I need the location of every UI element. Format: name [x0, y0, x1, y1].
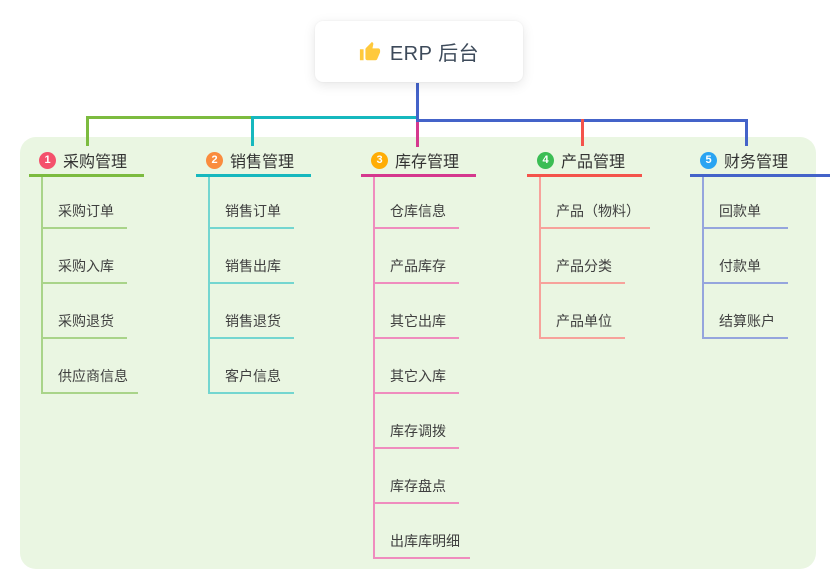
- drop-line-sales: [251, 116, 254, 146]
- root-title: ERP 后台: [389, 43, 480, 65]
- child-node[interactable]: 销售出库: [210, 256, 294, 284]
- child-node[interactable]: 采购入库: [43, 256, 127, 284]
- child-row: 采购订单: [43, 177, 138, 229]
- branch-number-badge: 4: [537, 151, 554, 169]
- child-row: 库存调拨: [375, 394, 470, 449]
- child-row: 采购入库: [43, 229, 138, 284]
- branch-children: 销售订单 销售出库 销售退货 客户信息: [208, 177, 294, 394]
- child-row: 回款单: [704, 177, 788, 229]
- child-row: 其它出库: [375, 284, 470, 339]
- child-node[interactable]: 库存盘点: [375, 476, 459, 504]
- mindmap-canvas: [20, 137, 816, 569]
- branch-children: 回款单 付款单 结算账户: [702, 177, 788, 339]
- child-row: 付款单: [704, 229, 788, 284]
- branch-number-badge: 1: [39, 151, 56, 169]
- branch-label: 产品管理: [561, 154, 626, 171]
- root-node[interactable]: ERP 后台: [315, 21, 523, 82]
- child-node[interactable]: 付款单: [704, 256, 788, 284]
- child-node[interactable]: 客户信息: [210, 366, 294, 394]
- child-node[interactable]: 其它出库: [375, 311, 459, 339]
- child-row: 销售出库: [210, 229, 294, 284]
- child-row: 产品单位: [541, 284, 650, 339]
- child-node[interactable]: 产品（物料）: [541, 201, 650, 229]
- child-node[interactable]: 结算账户: [704, 311, 788, 339]
- branch-finance: 5 财务管理 回款单 付款单 结算账户: [690, 146, 830, 339]
- child-row: 出库库明细: [375, 504, 470, 559]
- child-row: 其它入库: [375, 339, 470, 394]
- child-row: 采购退货: [43, 284, 138, 339]
- branch-children: 采购订单 采购入库 采购退货 供应商信息: [41, 177, 138, 394]
- child-node[interactable]: 产品分类: [541, 256, 625, 284]
- branch-children: 产品（物料） 产品分类 产品单位: [539, 177, 650, 339]
- child-row: 产品库存: [375, 229, 470, 284]
- child-row: 结算账户: [704, 284, 788, 339]
- trunk-line-teal: [251, 116, 418, 119]
- branch-node-sales[interactable]: 2 销售管理: [196, 146, 311, 177]
- child-row: 产品分类: [541, 229, 650, 284]
- drop-line-finance: [745, 119, 748, 146]
- child-node[interactable]: 供应商信息: [43, 366, 138, 394]
- child-row: 销售订单: [210, 177, 294, 229]
- child-node[interactable]: 销售退货: [210, 311, 294, 339]
- branch-product: 4 产品管理 产品（物料） 产品分类 产品单位: [527, 146, 650, 339]
- child-node[interactable]: 其它入库: [375, 366, 459, 394]
- branch-label: 财务管理: [724, 154, 789, 171]
- branch-number-badge: 5: [700, 151, 717, 169]
- child-node[interactable]: 回款单: [704, 201, 788, 229]
- branch-number-badge: 2: [206, 151, 223, 169]
- branch-node-product[interactable]: 4 产品管理: [527, 146, 642, 177]
- child-node[interactable]: 产品库存: [375, 256, 459, 284]
- branch-purchase: 1 采购管理 采购订单 采购入库 采购退货 供应商信息: [29, 146, 144, 394]
- branch-label: 库存管理: [395, 154, 460, 171]
- thumbs-up-icon: [359, 41, 380, 60]
- drop-line-purchase: [86, 116, 89, 146]
- child-row: 供应商信息: [43, 339, 138, 394]
- branch-node-purchase[interactable]: 1 采购管理: [29, 146, 144, 177]
- child-row: 库存盘点: [375, 449, 470, 504]
- child-row: 客户信息: [210, 339, 294, 394]
- child-row: 销售退货: [210, 284, 294, 339]
- branch-node-finance[interactable]: 5 财务管理: [690, 146, 830, 177]
- branch-label: 销售管理: [230, 154, 295, 171]
- drop-line-product: [581, 119, 584, 146]
- child-node[interactable]: 仓库信息: [375, 201, 459, 229]
- branch-inventory: 3 库存管理 仓库信息 产品库存 其它出库 其它入库 库存调拨 库存盘点 出库库…: [361, 146, 476, 559]
- child-row: 仓库信息: [375, 177, 470, 229]
- child-node[interactable]: 采购退货: [43, 311, 127, 339]
- root-stem-line: [416, 83, 419, 121]
- trunk-line-green: [86, 116, 254, 119]
- child-node[interactable]: 产品单位: [541, 311, 625, 339]
- branch-number-badge: 3: [371, 151, 388, 169]
- branch-node-inventory[interactable]: 3 库存管理: [361, 146, 476, 177]
- child-node[interactable]: 采购订单: [43, 201, 127, 229]
- branch-sales: 2 销售管理 销售订单 销售出库 销售退货 客户信息: [196, 146, 311, 394]
- branch-children: 仓库信息 产品库存 其它出库 其它入库 库存调拨 库存盘点 出库库明细: [373, 177, 470, 559]
- drop-line-inventory: [416, 116, 419, 147]
- child-node[interactable]: 出库库明细: [375, 531, 470, 559]
- branch-label: 采购管理: [63, 154, 128, 171]
- child-node[interactable]: 销售订单: [210, 201, 294, 229]
- child-row: 产品（物料）: [541, 177, 650, 229]
- child-node[interactable]: 库存调拨: [375, 421, 459, 449]
